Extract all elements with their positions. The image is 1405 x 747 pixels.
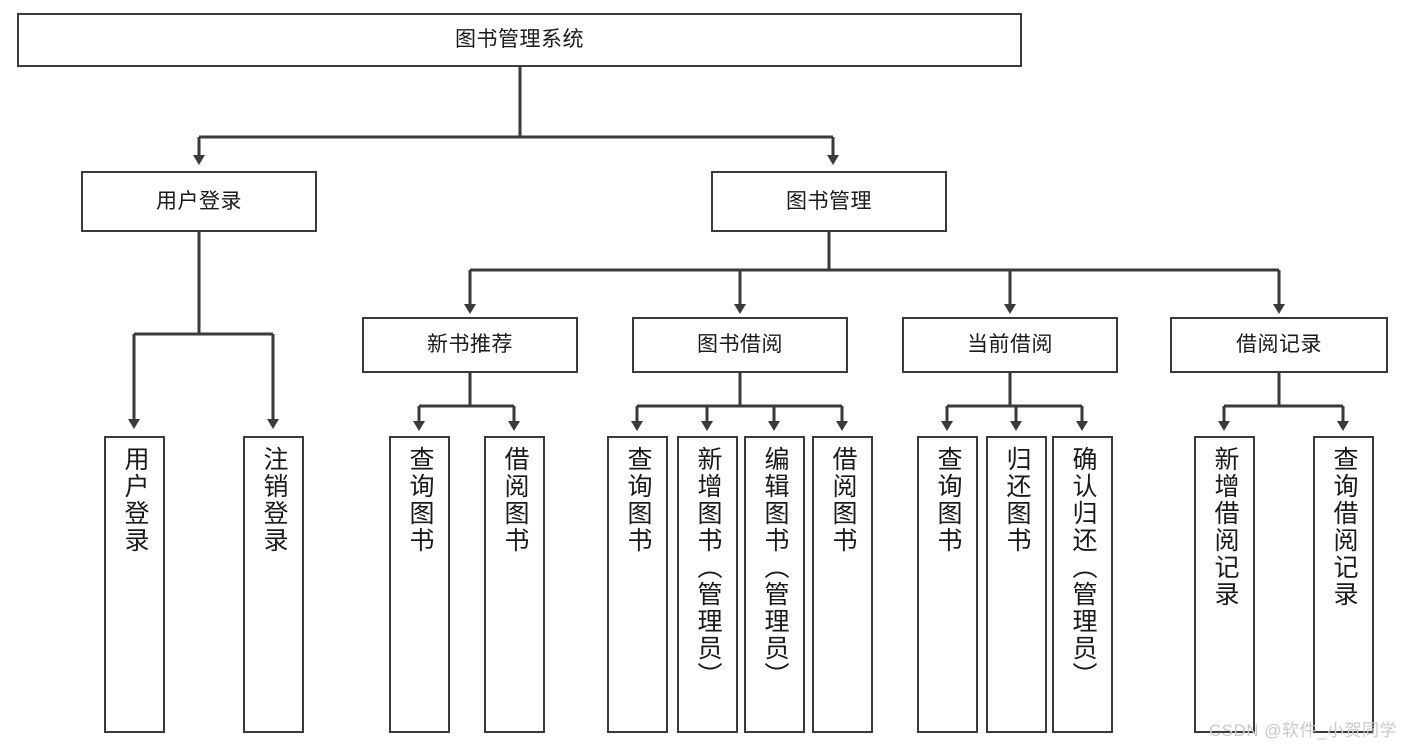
node-book-borrow[interactable]: 图书借阅 xyxy=(632,317,848,373)
node-book-borrow-label: 图书借阅 xyxy=(697,333,783,357)
node-leaf-query-book-2-label: 查询图书 xyxy=(624,446,652,554)
node-book-management[interactable]: 图书管理 xyxy=(711,171,947,232)
node-leaf-borrow-book-2-label: 借阅图书 xyxy=(829,446,857,554)
node-leaf-borrow-book-1[interactable]: 借阅图书 xyxy=(484,436,545,733)
node-borrow-record-label: 借阅记录 xyxy=(1236,333,1322,357)
node-new-book-recommend-label: 新书推荐 xyxy=(427,333,513,357)
node-root[interactable]: 图书管理系统 xyxy=(17,13,1022,67)
node-leaf-add-book-admin[interactable]: 新增图书（管理员） xyxy=(677,436,738,733)
node-leaf-logout-login-label: 注销登录 xyxy=(260,446,288,554)
node-leaf-logout-login[interactable]: 注销登录 xyxy=(243,436,304,733)
node-leaf-confirm-return-admin[interactable]: 确认归还（管理员） xyxy=(1052,436,1113,733)
node-user-login-label: 用户登录 xyxy=(156,189,242,213)
node-current-borrow-label: 当前借阅 xyxy=(967,333,1053,357)
node-leaf-user-login[interactable]: 用户登录 xyxy=(104,436,165,733)
node-leaf-confirm-return-admin-label: 确认归还（管理员） xyxy=(1069,446,1097,689)
node-current-borrow[interactable]: 当前借阅 xyxy=(902,317,1118,373)
node-new-book-recommend[interactable]: 新书推荐 xyxy=(362,317,578,373)
node-leaf-query-book-1[interactable]: 查询图书 xyxy=(389,436,450,733)
node-leaf-add-borrow-record[interactable]: 新增借阅记录 xyxy=(1194,436,1255,733)
node-root-label: 图书管理系统 xyxy=(455,28,584,52)
node-leaf-edit-book-admin-label: 编辑图书（管理员） xyxy=(761,446,789,689)
node-leaf-add-borrow-record-label: 新增借阅记录 xyxy=(1211,446,1239,608)
node-leaf-query-book-2[interactable]: 查询图书 xyxy=(607,436,668,733)
node-leaf-borrow-book-1-label: 借阅图书 xyxy=(501,446,529,554)
node-leaf-query-borrow-record-label: 查询借阅记录 xyxy=(1330,446,1358,608)
node-book-management-label: 图书管理 xyxy=(786,189,872,213)
node-leaf-query-book-3-label: 查询图书 xyxy=(934,446,962,554)
node-borrow-record[interactable]: 借阅记录 xyxy=(1170,317,1388,373)
csdn-watermark: CSDN @软件_小贺同学 xyxy=(1208,721,1397,740)
node-leaf-edit-book-admin[interactable]: 编辑图书（管理员） xyxy=(744,436,805,733)
node-leaf-query-borrow-record[interactable]: 查询借阅记录 xyxy=(1313,436,1374,733)
node-leaf-query-book-3[interactable]: 查询图书 xyxy=(917,436,978,733)
node-leaf-borrow-book-2[interactable]: 借阅图书 xyxy=(812,436,873,733)
node-leaf-query-book-1-label: 查询图书 xyxy=(406,446,434,554)
node-leaf-add-book-admin-label: 新增图书（管理员） xyxy=(694,446,722,689)
node-user-login[interactable]: 用户登录 xyxy=(81,171,317,232)
node-leaf-return-book[interactable]: 归还图书 xyxy=(986,436,1047,733)
node-leaf-user-login-label: 用户登录 xyxy=(121,446,149,554)
node-leaf-return-book-label: 归还图书 xyxy=(1003,446,1031,554)
